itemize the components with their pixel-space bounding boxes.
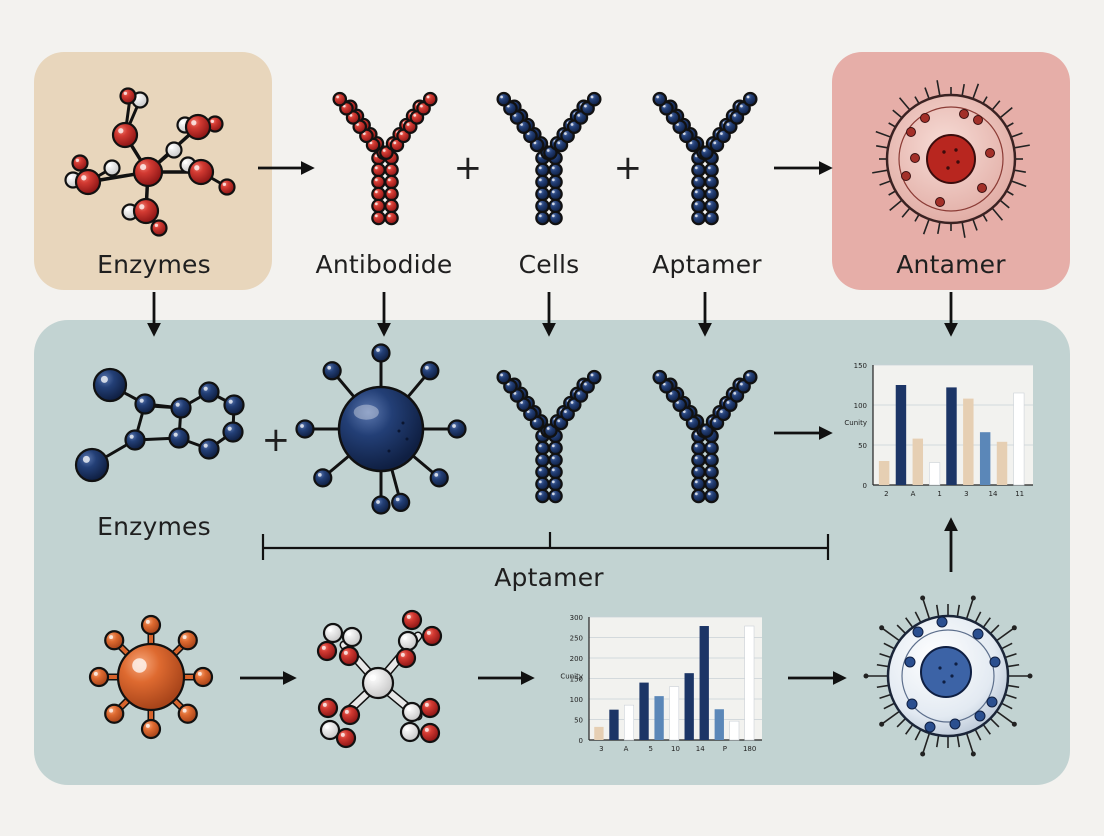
label-aptamer-top: Aptamer xyxy=(652,250,762,279)
plus-operator: + xyxy=(613,148,643,188)
label-antamer: Antamer xyxy=(896,250,1006,279)
bar xyxy=(946,387,957,485)
bar xyxy=(929,462,941,486)
bar xyxy=(594,726,604,740)
aptamer-bracket xyxy=(261,532,830,560)
plus-operator: + xyxy=(261,420,291,460)
y-tick-label: 0 xyxy=(863,482,867,490)
label-cells: Cells xyxy=(518,250,580,279)
bar xyxy=(714,709,724,740)
y-tick-label: 50 xyxy=(574,717,583,725)
x-tick-label: 14 xyxy=(696,745,705,753)
y-tick-label: 150 xyxy=(570,676,583,684)
x-tick-label: 5 xyxy=(649,745,653,753)
enzyme-molecule-navy xyxy=(74,367,245,483)
molecule-white-red xyxy=(316,609,443,749)
bar xyxy=(979,432,991,485)
antibody-navy-aptamer xyxy=(652,91,758,226)
bar xyxy=(669,686,680,741)
molecule-orange xyxy=(88,614,214,740)
antibody-red xyxy=(332,91,438,226)
x-tick-label: 3 xyxy=(599,745,603,753)
x-tick-label: 14 xyxy=(989,490,998,498)
bar xyxy=(654,696,664,740)
antibody-navy-cells xyxy=(496,91,602,226)
nanoparticle-navy xyxy=(295,343,467,515)
y-tick-label: 0 xyxy=(579,737,583,745)
bar xyxy=(963,398,974,485)
enzyme-molecule-red xyxy=(64,87,236,237)
x-tick-label: P xyxy=(723,745,727,753)
x-tick-label: 2 xyxy=(884,490,888,498)
bar xyxy=(744,625,755,741)
bar xyxy=(699,626,709,740)
label-enzymes-top: Enzymes xyxy=(97,250,211,279)
y-tick-label: 100 xyxy=(570,696,583,704)
bar xyxy=(609,709,619,740)
bar xyxy=(912,438,924,485)
bar xyxy=(895,385,907,485)
label-aptamer-bracket: Aptamer xyxy=(494,563,604,592)
y-tick-label: 100 xyxy=(854,402,867,410)
x-tick-label: 180 xyxy=(743,745,756,753)
x-tick-label: 1 xyxy=(937,490,941,498)
x-tick-label: A xyxy=(911,490,916,498)
plus-operator: + xyxy=(453,148,483,188)
bar xyxy=(624,704,634,741)
y-tick-label: 200 xyxy=(570,655,583,663)
y-tick-label: 150 xyxy=(854,362,867,370)
y-tick-label: 250 xyxy=(570,635,583,643)
bar xyxy=(1013,392,1025,486)
x-tick-label: A xyxy=(624,745,629,753)
cell-antamer xyxy=(872,80,1030,238)
antibody-navy-mid-2 xyxy=(652,369,758,504)
y-tick-label: 300 xyxy=(570,614,583,622)
bar xyxy=(996,441,1008,485)
x-tick-label: 10 xyxy=(671,745,680,753)
label-antibodide: Antibodide xyxy=(315,250,453,279)
bar xyxy=(684,673,694,740)
main-panel xyxy=(34,320,1070,785)
bar xyxy=(729,720,740,741)
label-enzymes-mid: Enzymes xyxy=(97,512,211,541)
bar xyxy=(639,682,649,740)
y-axis-label: Cunity xyxy=(560,673,583,681)
bar xyxy=(878,461,890,485)
y-tick-label: 50 xyxy=(858,442,867,450)
x-tick-label: 3 xyxy=(964,490,968,498)
y-axis-label: Cunity xyxy=(844,419,867,427)
x-tick-label: 11 xyxy=(1015,490,1024,498)
antibody-navy-mid-1 xyxy=(496,369,602,504)
cell-bottom xyxy=(863,595,1033,757)
